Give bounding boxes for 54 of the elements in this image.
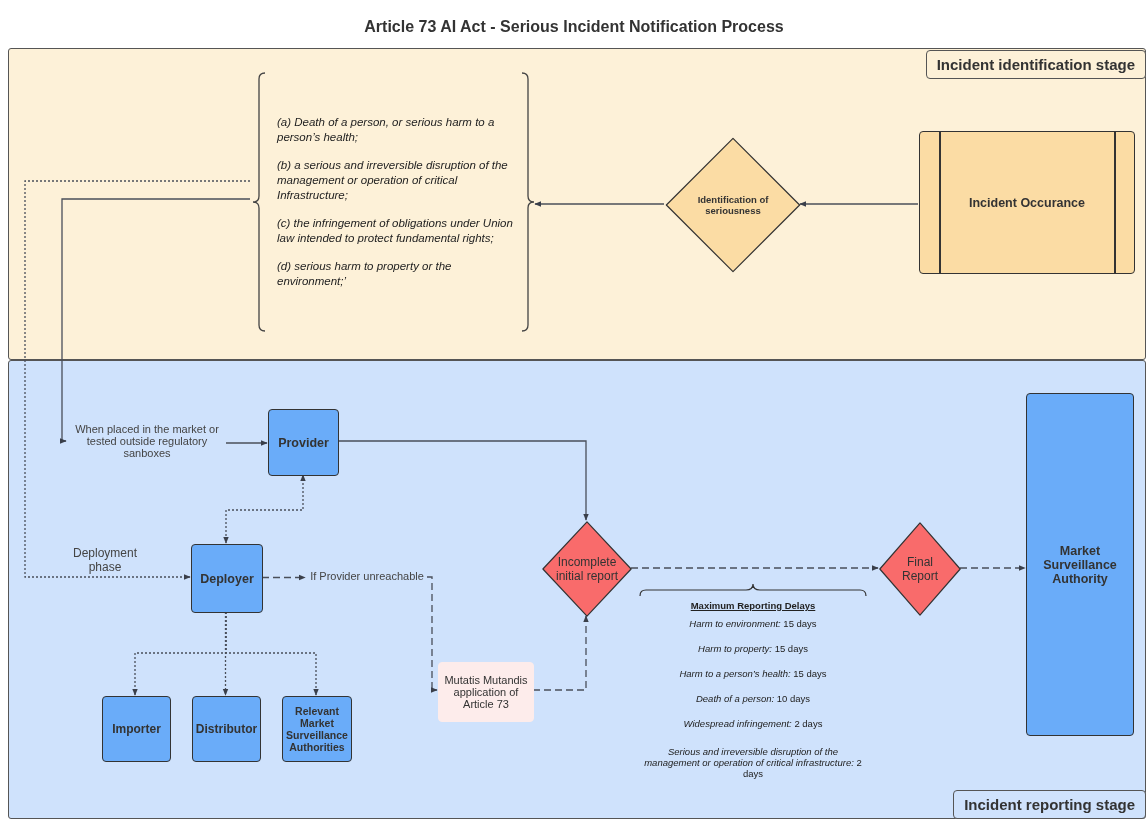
node-label: Importer xyxy=(111,722,162,736)
node-label: Incomplete initial report xyxy=(554,555,619,583)
process-box xyxy=(191,544,263,613)
decision-diamond xyxy=(879,522,961,616)
arrow xyxy=(261,574,306,581)
subprocess-box xyxy=(919,131,1135,274)
arrow xyxy=(959,565,1026,571)
process-box xyxy=(192,696,261,762)
arrow xyxy=(59,198,251,444)
process-box xyxy=(102,696,171,762)
edge-label: Deployment phase xyxy=(72,546,138,574)
node-label: Provider xyxy=(277,435,330,450)
process-box xyxy=(282,696,352,762)
arrow xyxy=(337,440,589,521)
flow-text: If Provider unreachable xyxy=(306,570,428,587)
delay-note: Harm to property: 15 days xyxy=(697,643,809,654)
diagram-title: Article 73 AI Act - Serious Incident Notification Process xyxy=(363,18,785,36)
arrow xyxy=(24,180,251,580)
arrow xyxy=(225,611,319,696)
arrow xyxy=(532,615,589,691)
node-label: Incident Occurance xyxy=(968,195,1086,210)
flow-text: When placed in the market or tested outside regulatory sanboxes xyxy=(67,423,227,465)
criteria-text: (a) Death of a person, or serious harm to a person’s health; xyxy=(277,115,496,145)
process-box xyxy=(268,409,339,476)
process-box xyxy=(438,662,534,722)
criteria-text: (d) serious harm to property or the environment;’ xyxy=(277,259,453,289)
stage-heading: Incident reporting stage xyxy=(953,790,1146,819)
stage-band xyxy=(8,48,1146,360)
node-label: Identification of seriousness xyxy=(696,194,770,216)
delay-note: Harm to a person’s health: 15 days xyxy=(678,668,828,679)
node-label: Market Surveillance Authority xyxy=(1042,543,1118,586)
arrow xyxy=(630,565,879,571)
arrow xyxy=(225,440,268,446)
arrow xyxy=(426,576,438,693)
delay-note: Harm to environment: 15 days xyxy=(688,618,818,629)
arrow xyxy=(223,474,306,544)
decision-diamond xyxy=(665,137,801,273)
node-label: Final Report xyxy=(901,555,939,583)
delay-note: Widespread infringement: 2 days xyxy=(682,718,824,729)
criteria-text: (b) a serious and irreversible disruption of the management or operation of critical Infrastructure; xyxy=(277,158,509,203)
criteria-text: (c) the infringement of obligations under Union law intended to protect fundamental rights; xyxy=(277,216,514,246)
arrow xyxy=(534,201,665,207)
stage-band xyxy=(8,360,1146,819)
decision-diamond xyxy=(542,521,632,617)
stage-heading: Incident identification stage xyxy=(925,50,1146,79)
arrow xyxy=(799,201,919,207)
delay-note: Death of a person: 10 days xyxy=(694,693,812,704)
node-label: Mutatis Mutandis application of Article 73 xyxy=(443,674,529,710)
node-label: Deployer xyxy=(199,571,255,586)
delay-note: Serious and irreversible disruption of the management or operation of critical infrastructure: 2 days xyxy=(643,746,863,779)
delays-heading: Maximum Reporting Delays xyxy=(689,600,817,611)
node-label: Relevant Market Surveillance Authorities xyxy=(285,705,349,753)
process-box xyxy=(1026,393,1134,736)
node-label: Distributor xyxy=(194,722,259,736)
